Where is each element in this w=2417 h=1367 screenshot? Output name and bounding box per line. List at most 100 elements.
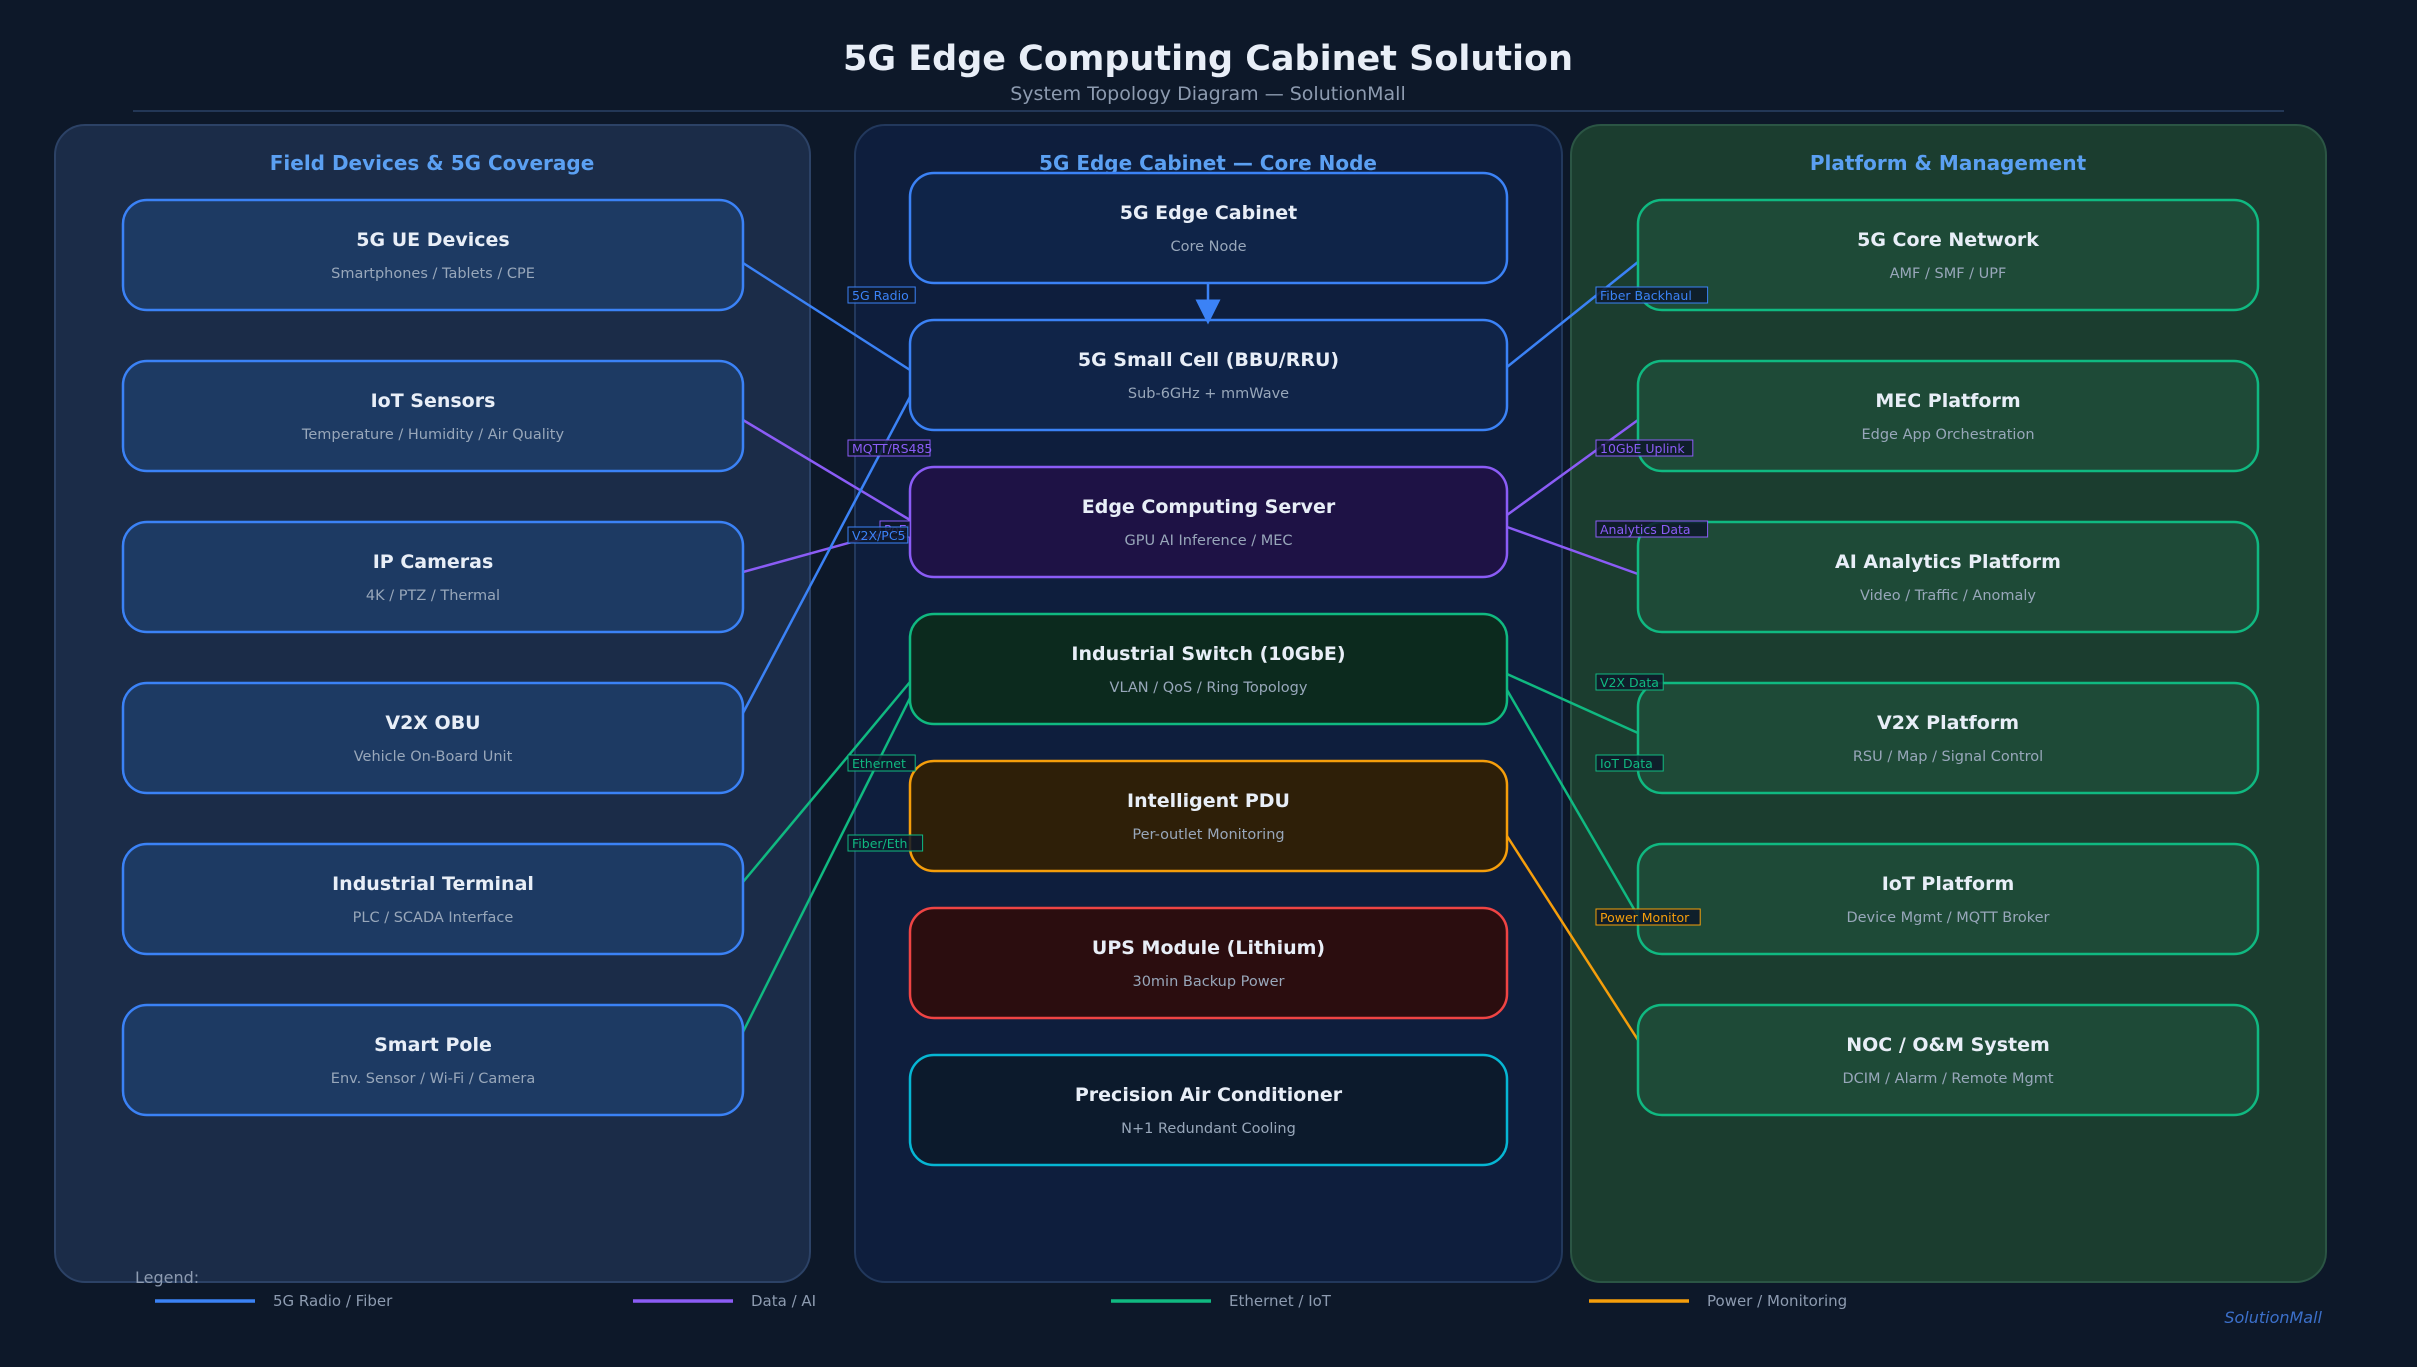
connection-label-box bbox=[1595, 754, 1664, 772]
node-subtitle: Core Node bbox=[1170, 239, 1246, 255]
connection-label-text: IoT Data bbox=[1600, 756, 1653, 771]
node-subtitle: Sub-6GHz + mmWave bbox=[1128, 386, 1289, 402]
node-title: Intelligent PDU bbox=[1127, 790, 1290, 812]
node-box bbox=[121, 1003, 745, 1117]
node-title: IoT Sensors bbox=[371, 390, 496, 412]
node-title: MEC Platform bbox=[1875, 390, 2020, 412]
connection-label-10gbe-uplink: 10GbE Uplink bbox=[1595, 439, 1694, 457]
node-subtitle: Temperature / Humidity / Air Quality bbox=[301, 427, 565, 443]
connection-label-text: MQTT/RS485 bbox=[852, 441, 932, 456]
node-intelligent-pdu: Intelligent PDU Per-outlet Monitoring bbox=[908, 759, 1509, 873]
node-box bbox=[1636, 1003, 2260, 1117]
node-box bbox=[908, 759, 1509, 873]
node-box bbox=[1636, 359, 2260, 473]
node-title: Industrial Switch (10GbE) bbox=[1071, 643, 1345, 665]
node-box bbox=[908, 171, 1509, 285]
node-title: IP Cameras bbox=[373, 551, 494, 573]
node-5g-small-cell-bbu-rru: 5G Small Cell (BBU/RRU) Sub-6GHz + mmWave bbox=[908, 318, 1509, 432]
node-subtitle: Smartphones / Tablets / CPE bbox=[331, 266, 535, 282]
connection-label-text: Ethernet bbox=[852, 756, 906, 771]
node-box bbox=[121, 198, 745, 312]
connection-label-text: V2X Data bbox=[1600, 675, 1659, 690]
connection-ethernet bbox=[742, 681, 911, 883]
node-subtitle: Device Mgmt / MQTT Broker bbox=[1846, 910, 2049, 926]
node-subtitle: DCIM / Alarm / Remote Mgmt bbox=[1842, 1071, 2053, 1087]
node-title: 5G Small Cell (BBU/RRU) bbox=[1078, 349, 1339, 371]
node-title: 5G Edge Cabinet bbox=[1120, 202, 1298, 224]
node-subtitle: Env. Sensor / Wi-Fi / Camera bbox=[331, 1071, 535, 1087]
legend-item-ethernet-iot: Ethernet / IoT bbox=[1111, 1292, 1332, 1310]
node-title: Smart Pole bbox=[374, 1034, 492, 1056]
connection-power-monitor bbox=[1505, 835, 1640, 1041]
node-subtitle: RSU / Map / Signal Control bbox=[1853, 749, 2043, 765]
connection-label-fiber-backhaul: Fiber Backhaul bbox=[1595, 286, 1709, 304]
connection-iot-data bbox=[1505, 689, 1640, 917]
node-subtitle: GPU AI Inference / MEC bbox=[1124, 533, 1292, 549]
connection-label-5g-radio: 5G Radio bbox=[847, 286, 916, 304]
node-subtitle: PLC / SCADA Interface bbox=[353, 910, 514, 926]
connection-label-text: Fiber/Eth bbox=[852, 836, 907, 851]
connection-label-ethernet: Ethernet bbox=[847, 754, 916, 772]
connection-label-power-monitor: Power Monitor bbox=[1595, 908, 1701, 926]
connection-label-box bbox=[847, 286, 916, 304]
connection-label-v2x-data: V2X Data bbox=[1595, 673, 1664, 691]
node-industrial-switch-10gbe: Industrial Switch (10GbE) VLAN / QoS / Ri… bbox=[908, 612, 1509, 726]
legend-item-power-monitoring: Power / Monitoring bbox=[1589, 1292, 1847, 1310]
node-title: AI Analytics Platform bbox=[1835, 551, 2061, 573]
node-title: Industrial Terminal bbox=[332, 873, 534, 895]
node-box bbox=[121, 681, 745, 795]
node-subtitle: VLAN / QoS / Ring Topology bbox=[1110, 680, 1308, 696]
connection-fiber-backhaul bbox=[1506, 261, 1639, 368]
node-title: Precision Air Conditioner bbox=[1075, 1084, 1343, 1106]
connection-label-analytics-data: Analytics Data bbox=[1595, 520, 1709, 538]
connection-mqtt-rs485 bbox=[742, 418, 911, 522]
node-box bbox=[121, 520, 745, 634]
legend-label: Power / Monitoring bbox=[1707, 1292, 1847, 1310]
node-subtitle: AMF / SMF / UPF bbox=[1890, 266, 2007, 282]
connection-label-box bbox=[1595, 673, 1664, 691]
node-title: Edge Computing Server bbox=[1082, 496, 1336, 518]
legend-label: 5G Radio / Fiber bbox=[273, 1292, 393, 1310]
connection-label-v2x-pc5: V2X/PC5 bbox=[847, 526, 909, 544]
node-title: NOC / O&M System bbox=[1846, 1034, 2050, 1056]
connection-fiber-eth bbox=[741, 697, 912, 1033]
connection-label-mqtt-rs485: MQTT/RS485 bbox=[847, 439, 932, 457]
connection-label-box bbox=[1595, 286, 1709, 304]
connection-10gbe-uplink bbox=[1506, 418, 1639, 517]
connection-label-box bbox=[1595, 439, 1694, 457]
node-subtitle: 30min Backup Power bbox=[1132, 974, 1284, 990]
node-title: IoT Platform bbox=[1882, 873, 2015, 895]
node-box bbox=[908, 906, 1509, 1020]
node-box bbox=[1636, 842, 2260, 956]
node-box bbox=[908, 612, 1509, 726]
column-title-left: Field Devices & 5G Coverage bbox=[270, 151, 595, 175]
legend-label: Ethernet / IoT bbox=[1229, 1292, 1332, 1310]
node-subtitle: Per-outlet Monitoring bbox=[1132, 827, 1284, 843]
connection-label-box bbox=[1595, 908, 1701, 926]
page-subtitle: System Topology Diagram — SolutionMall bbox=[1010, 83, 1405, 105]
connection-v2x-data bbox=[1506, 672, 1639, 735]
page-title: 5G Edge Computing Cabinet Solution bbox=[843, 39, 1573, 79]
connection-label-text: Fiber Backhaul bbox=[1600, 288, 1692, 303]
connection-label-text: 5G Radio bbox=[852, 288, 909, 303]
connection-label-text: 10GbE Uplink bbox=[1600, 441, 1685, 456]
legend-item-5g-radio-fiber: 5G Radio / Fiber bbox=[155, 1292, 393, 1310]
connection-label-fiber-eth: Fiber/Eth bbox=[847, 834, 924, 852]
connection-label-box bbox=[847, 834, 924, 852]
node-title: UPS Module (Lithium) bbox=[1092, 937, 1325, 959]
legend-label: Data / AI bbox=[751, 1292, 816, 1310]
